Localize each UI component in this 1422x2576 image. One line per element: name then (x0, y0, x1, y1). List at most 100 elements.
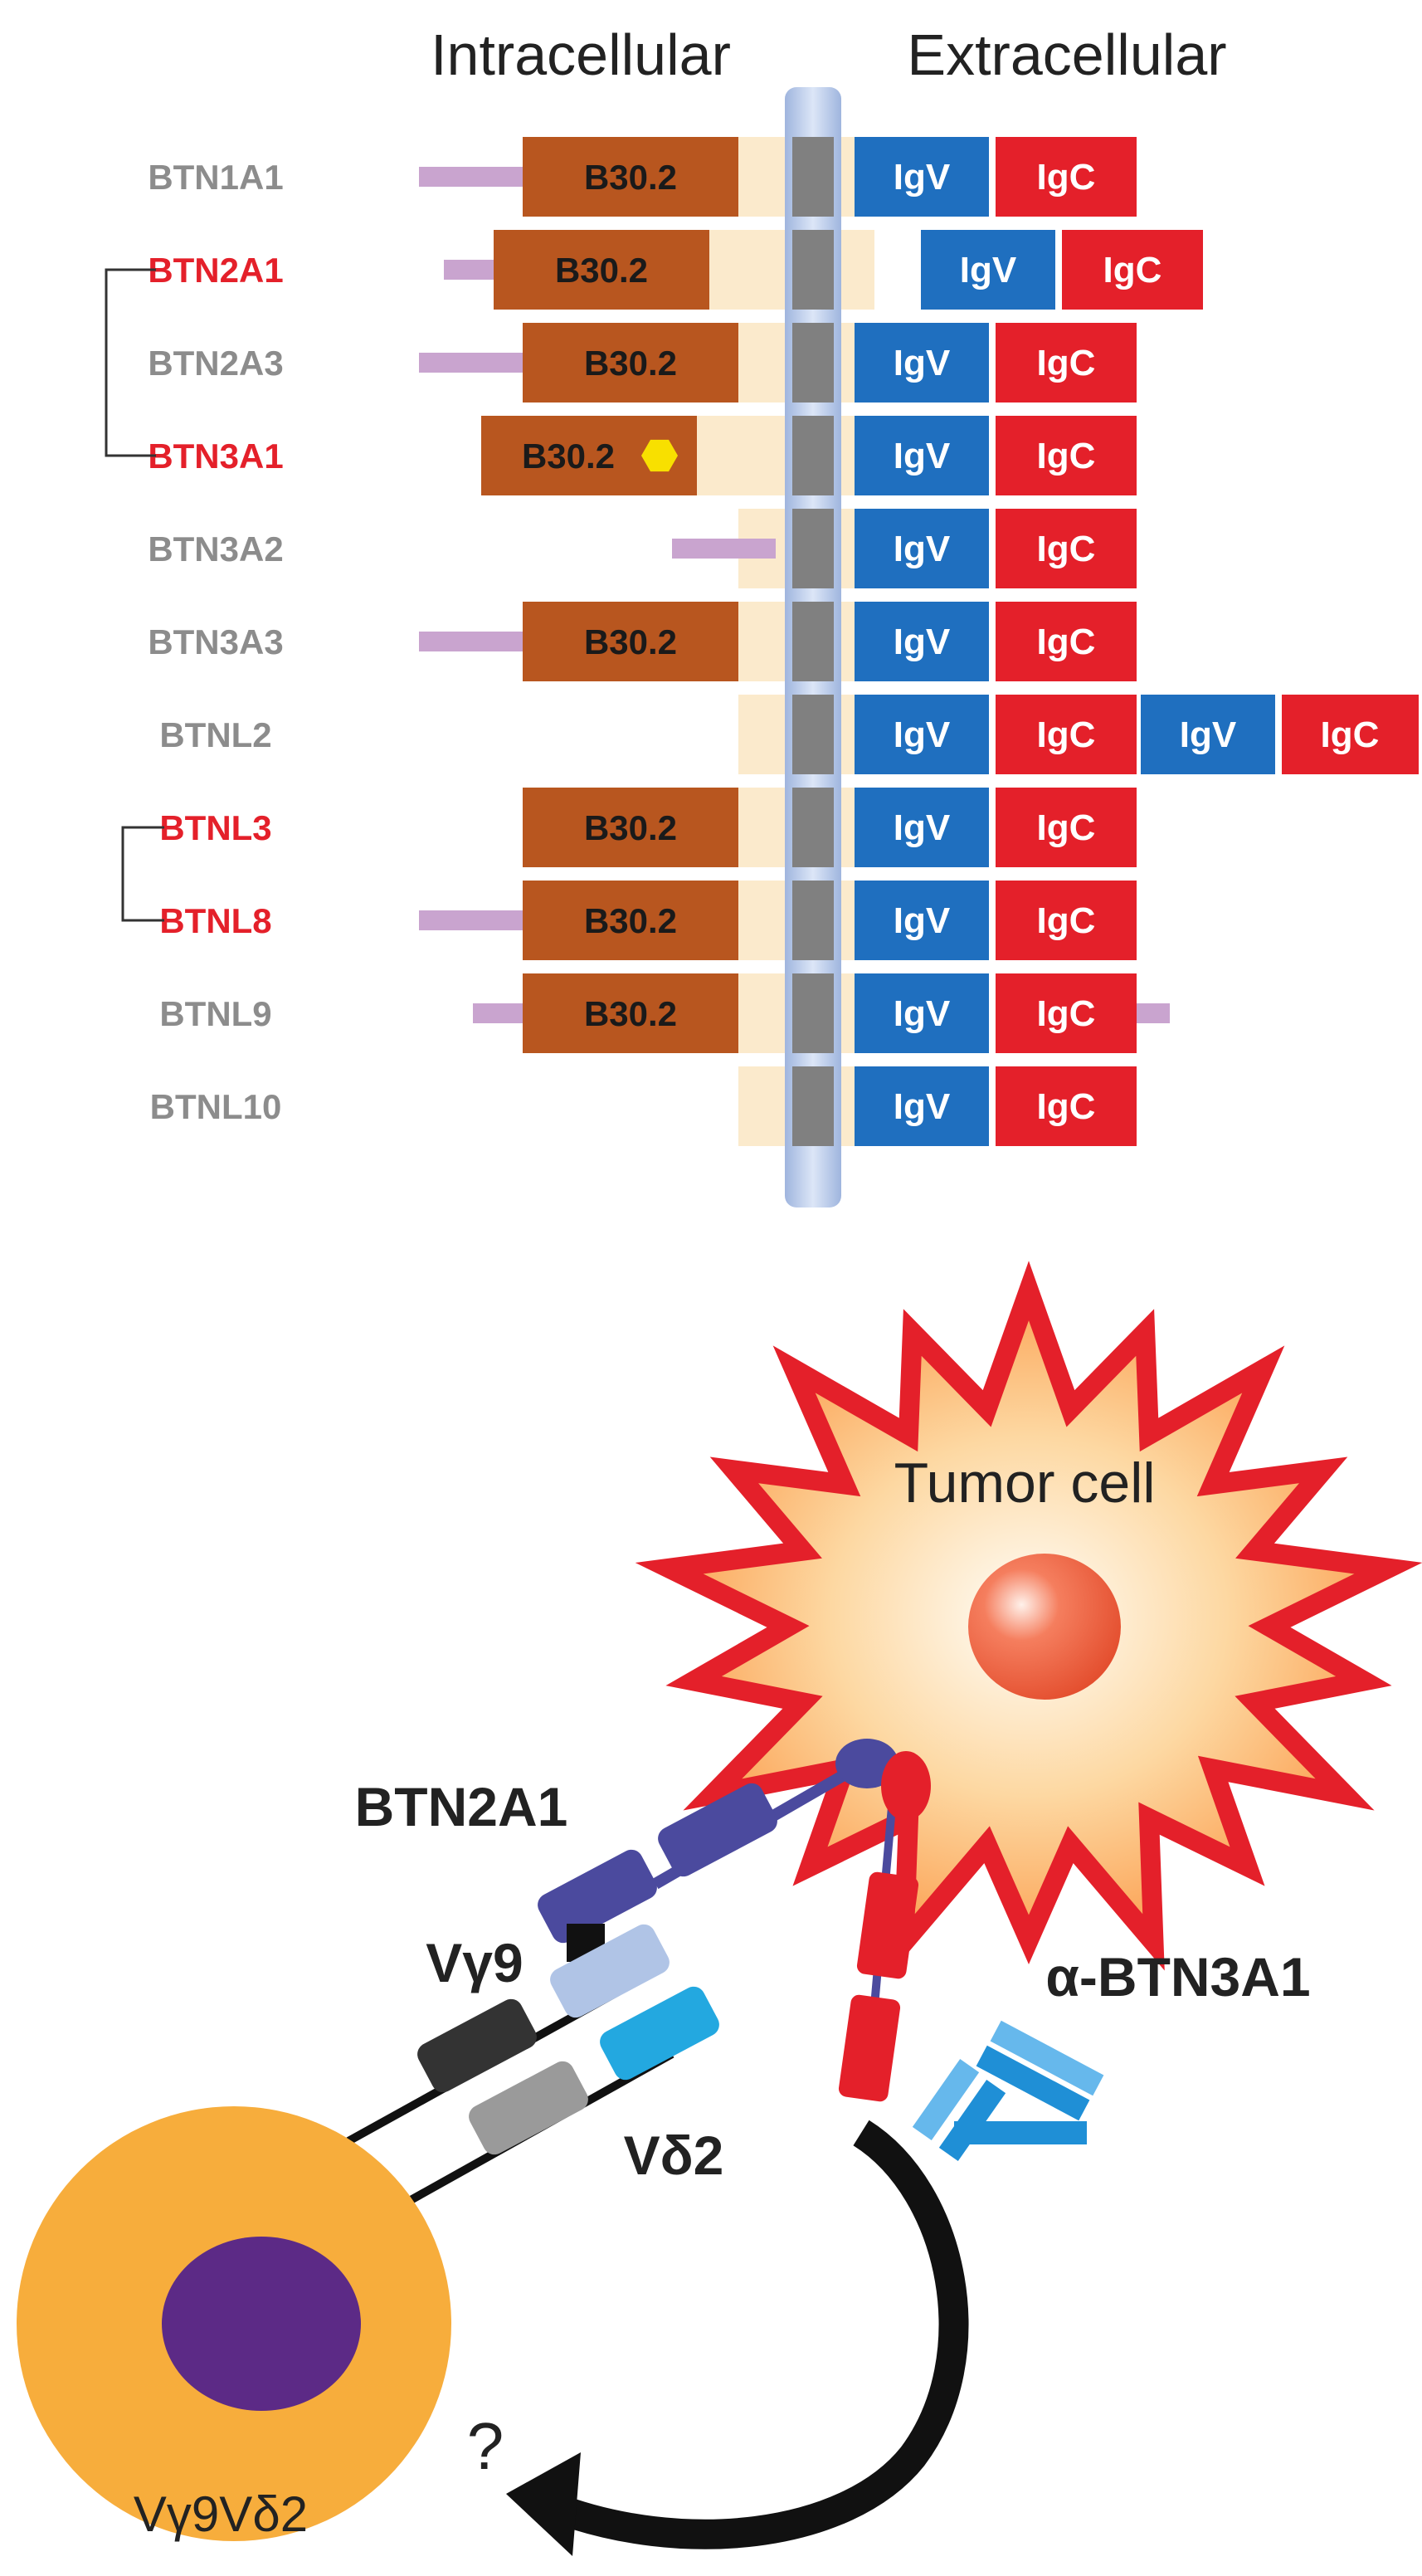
btn3a1-molecule (838, 1751, 931, 2102)
transmembrane-segment (792, 230, 834, 310)
igv-label: IgV (894, 343, 951, 383)
b30-2-domain (523, 881, 738, 960)
igv-label: IgV (894, 715, 951, 755)
igc-label: IgC (1037, 622, 1096, 662)
btn2a1-label: BTN2A1 (355, 1776, 568, 1837)
transmembrane-segment (792, 509, 834, 588)
igv-label: IgV (894, 1086, 951, 1127)
protein-name-btnl10: BTNL10 (150, 1087, 282, 1126)
b30-2-label: B30.2 (584, 901, 677, 940)
antibody-label: α-BTN3A1 (1045, 1946, 1310, 2008)
igv-label: IgV (960, 250, 1017, 290)
igv-domain (921, 230, 1055, 310)
igv-domain (855, 602, 989, 681)
btn2a1-molecule (538, 1739, 898, 1944)
igv-label: IgV (894, 157, 951, 198)
igc-label: IgC (1037, 343, 1096, 383)
igc-domain (996, 137, 1137, 217)
tumor-cell-label: Tumor cell (894, 1451, 1156, 1515)
igc-domain-2 (1282, 695, 1419, 774)
protein-name-btn3a1: BTN3A1 (148, 437, 283, 476)
protein-row-btnl2: IgV IgC IgV IgC (738, 695, 1419, 774)
phosphoantigen-marker (641, 439, 678, 472)
igc-label: IgC (1037, 900, 1096, 941)
vd2-constant (469, 2061, 588, 2155)
protein-name-btnl3: BTNL3 (159, 808, 271, 847)
protein-name-btnl9: BTNL9 (159, 994, 271, 1033)
vg9-domain (550, 1924, 670, 2018)
b30-2-domain (523, 788, 738, 867)
transmembrane-segment (792, 137, 834, 217)
igv-label-2: IgV (1180, 715, 1237, 755)
igc-label: IgC (1037, 715, 1096, 755)
igc-label: IgC (1037, 157, 1096, 198)
cytoplasmic-tail (419, 632, 523, 651)
b30-2-label: B30.2 (584, 808, 677, 847)
igc-label: IgC (1037, 529, 1096, 569)
protein-row-btn3a1: B30.2 IgV IgC (481, 416, 1137, 495)
igv-label: IgV (894, 436, 951, 476)
tcr-complex (346, 1924, 719, 2208)
t-cell-nucleus (162, 2237, 361, 2411)
igv-domain (855, 323, 989, 402)
btn3a1-domain-lower (838, 1994, 901, 2102)
transmembrane-segment (792, 788, 834, 867)
protein-labels: BTN1A1BTN2A1BTN2A3BTN3A1BTN3A2BTN3A3BTNL… (148, 158, 283, 1126)
pairing-bracket (105, 268, 156, 457)
cytoplasmic-tail (419, 353, 523, 373)
igv-domain (855, 137, 989, 217)
igc-label-2: IgC (1321, 715, 1380, 755)
t-cell-label: Vγ9Vδ2 (134, 2486, 308, 2542)
igc-domain (996, 973, 1137, 1053)
vg9-label: Vγ9 (426, 1932, 523, 1993)
protein-row-btnl8: B30.2 IgV IgC (419, 881, 1137, 960)
pairing-bracket (121, 826, 164, 922)
domain-architecture-panel: Intracellular Extracellular BTN1A1BTN2A1… (105, 22, 1419, 1208)
protein-row-btn3a2: IgV IgC (672, 509, 1137, 588)
protein-name-btn2a1: BTN2A1 (148, 251, 283, 290)
protein-name-btn3a3: BTN3A3 (148, 622, 283, 661)
extracellular-header: Extracellular (907, 22, 1226, 87)
b30-2-domain (523, 323, 738, 402)
cytoplasmic-tail (672, 539, 776, 559)
cytoplasmic-tail (419, 167, 523, 187)
transmembrane-segment (792, 1066, 834, 1146)
igv-domain (855, 509, 989, 588)
b30-2-label: B30.2 (584, 994, 677, 1033)
arrow-head (506, 2452, 581, 2556)
protein-name-btn3a2: BTN3A2 (148, 529, 283, 568)
igv-domain (855, 973, 989, 1053)
b30-2-label: B30.2 (555, 251, 648, 290)
b30-2-domain (494, 230, 709, 310)
vd2-label: Vδ2 (624, 2125, 724, 2186)
transmembrane-segment (792, 881, 834, 960)
vd2-domain (600, 1986, 719, 2081)
igv-label: IgV (894, 900, 951, 941)
igv-domain (855, 695, 989, 774)
cytoplasmic-tail (419, 910, 523, 930)
b30-2-label: B30.2 (584, 622, 677, 661)
igc-domain (996, 695, 1137, 774)
igc-label: IgC (1037, 436, 1096, 476)
b30-2-label: B30.2 (522, 437, 615, 476)
b30-2-label: B30.2 (584, 158, 677, 197)
igv-label: IgV (894, 529, 951, 569)
stalk-region (841, 230, 874, 310)
transmembrane-segment (792, 695, 834, 774)
igv-domain (855, 416, 989, 495)
protein-row-btnl3: B30.2 IgV IgC (523, 788, 1137, 867)
protein-name-btnl8: BTNL8 (159, 901, 271, 940)
cytoplasmic-tail (444, 260, 494, 280)
igv-label: IgV (894, 807, 951, 848)
igv-domain (855, 1066, 989, 1146)
b30-2-domain (523, 137, 738, 217)
btn3a1-domain-upper (856, 1871, 919, 1979)
anti-btn3a1-antibody (912, 2020, 1104, 2161)
igc-label: IgC (1037, 807, 1096, 848)
protein-name-btn1a1: BTN1A1 (148, 158, 283, 197)
